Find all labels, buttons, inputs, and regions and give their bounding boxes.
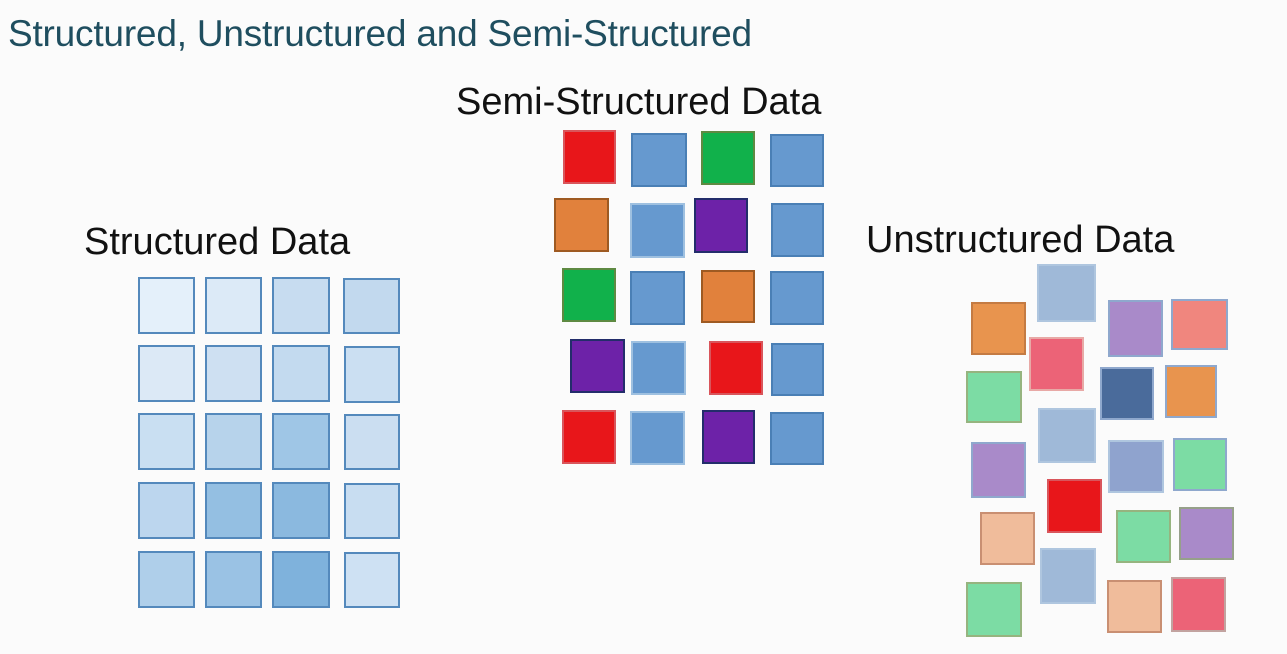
structured-cell (272, 413, 330, 470)
unstructured-square (971, 302, 1026, 355)
structured-cell (344, 346, 400, 403)
structured-cell (344, 414, 400, 470)
unstructured-square (1047, 479, 1102, 533)
semi-structured-cell (771, 343, 824, 396)
semi-structured-cell (563, 130, 616, 184)
unstructured-square (1040, 548, 1096, 604)
unstructured-square (1116, 510, 1171, 563)
unstructured-square (1038, 408, 1096, 463)
unstructured-square (980, 512, 1035, 565)
semi-structured-cell (630, 203, 685, 258)
semi-structured-cell (770, 412, 824, 465)
structured-cell (343, 278, 400, 334)
semi-structured-cell (562, 410, 616, 464)
semi-structured-cell (562, 268, 616, 322)
semi-structured-cell (770, 134, 824, 187)
structured-cell (344, 483, 400, 539)
semi-structured-cell (631, 341, 686, 395)
structured-cell (205, 413, 262, 470)
unstructured-square (1037, 264, 1096, 322)
structured-cell (205, 482, 262, 539)
section-heading-structured: Structured Data (84, 221, 351, 263)
unstructured-square (1108, 440, 1164, 493)
semi-structured-data-grid (554, 130, 824, 465)
structured-cell (344, 552, 400, 608)
structured-cell (272, 345, 330, 402)
unstructured-square (966, 371, 1022, 423)
structured-cell (138, 277, 195, 334)
structured-cell (205, 345, 262, 402)
unstructured-square (966, 582, 1022, 637)
semi-structured-cell (702, 410, 755, 464)
structured-cell (272, 277, 330, 334)
structured-cell (205, 277, 262, 334)
unstructured-square (1179, 507, 1234, 560)
semi-structured-cell (709, 341, 763, 395)
unstructured-square (1171, 299, 1228, 350)
unstructured-square (1171, 577, 1226, 632)
structured-cell (272, 551, 330, 608)
semi-structured-cell (701, 131, 755, 185)
structured-data-grid (0, 0, 460, 654)
semi-structured-cell (701, 270, 755, 323)
unstructured-square (1100, 367, 1154, 420)
section-heading-semi-structured: Semi-Structured Data (456, 81, 822, 123)
semi-structured-cell (630, 411, 685, 465)
unstructured-square (1108, 300, 1163, 357)
structured-cell (138, 413, 195, 470)
semi-structured-cell (694, 198, 748, 253)
structured-cell (272, 482, 330, 539)
unstructured-square (971, 442, 1026, 498)
unstructured-square (1107, 580, 1162, 633)
semi-structured-cell (771, 203, 824, 257)
structured-cell (138, 551, 195, 608)
structured-cell (138, 345, 195, 402)
semi-structured-cell (554, 198, 609, 252)
semi-structured-cell (770, 271, 824, 325)
semi-structured-cell (631, 133, 687, 187)
unstructured-square (1173, 438, 1227, 491)
semi-structured-cell (630, 271, 685, 325)
unstructured-square (1029, 337, 1084, 391)
unstructured-square (1165, 365, 1217, 418)
page-title: Structured, Unstructured and Semi-Struct… (8, 13, 752, 54)
structured-cell (205, 551, 262, 608)
semi-structured-cell (570, 339, 625, 393)
structured-cell (138, 482, 195, 539)
section-heading-unstructured: Unstructured Data (866, 219, 1175, 261)
